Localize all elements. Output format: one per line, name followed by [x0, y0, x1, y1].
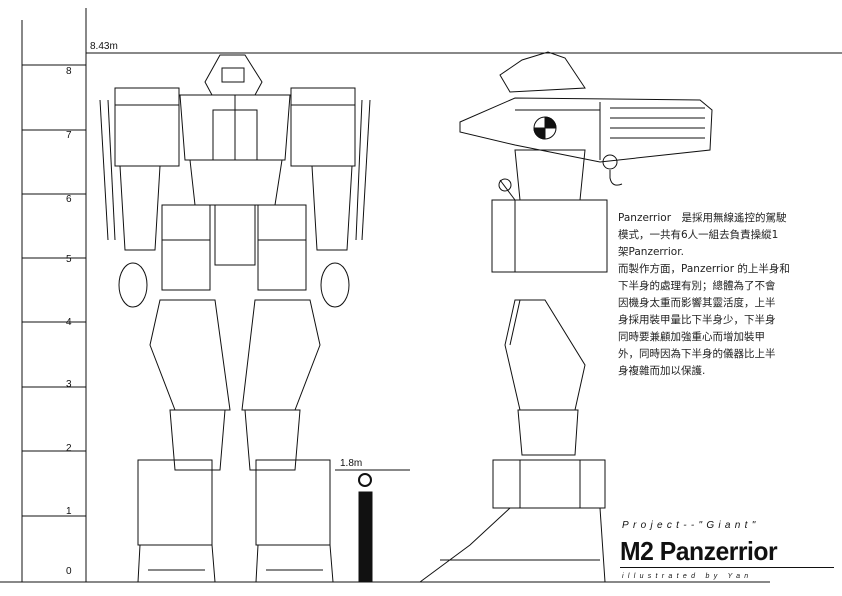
scale-mark-3: 3 — [66, 379, 72, 390]
description-line: 因機身太重而影響其靈活度，上半 — [618, 297, 776, 309]
title: M2 Panzerrior — [620, 536, 778, 566]
description-line: Panzerrior 是採用無線遙控的駕駛 — [618, 212, 787, 224]
scale-mark-8: 8 — [66, 66, 72, 77]
human-scale-figure — [335, 469, 410, 583]
project-label: Project--"Giant" — [622, 520, 760, 531]
scale-mark-0: 0 — [66, 566, 72, 577]
description-line: 外，同時因為下半身的儀器比上半 — [618, 348, 776, 360]
description-line: 身採用裝甲量比下半身少，下半身 — [618, 314, 776, 326]
description-line: 身複雜而加以保護. — [618, 365, 706, 377]
description-text: Panzerrior 是採用無線遙控的駕駛 模式，一共有6人一組去負責操縱1 架… — [618, 210, 833, 380]
scale-mark-4: 4 — [66, 317, 72, 328]
scale-mark-7: 7 — [66, 130, 72, 141]
title-underline — [620, 567, 834, 568]
robot-front-view — [99, 54, 371, 583]
description-line: 模式，一共有6人一組去負責操縱1 — [618, 229, 779, 241]
human-height-label: 1.8m — [340, 458, 363, 469]
robot-height-label: 8.43m — [90, 41, 118, 52]
description-line: 同時要兼顧加強重心而增加裝甲 — [618, 331, 765, 343]
scale-mark-5: 5 — [66, 254, 72, 265]
description-line: 下半身的處理有別；總體為了不會 — [618, 280, 776, 292]
description-line: 架Panzerrior. — [618, 246, 684, 258]
scale-mark-1: 1 — [66, 506, 72, 517]
illustrator-credit: illustrated by Yan — [622, 573, 753, 580]
height-scale-ruler — [0, 8, 842, 583]
description-line: 而製作方面，Panzerrior 的上半身和 — [618, 263, 790, 275]
scale-mark-6: 6 — [66, 194, 72, 205]
robot-side-view — [418, 51, 713, 583]
scale-mark-2: 2 — [66, 443, 72, 454]
